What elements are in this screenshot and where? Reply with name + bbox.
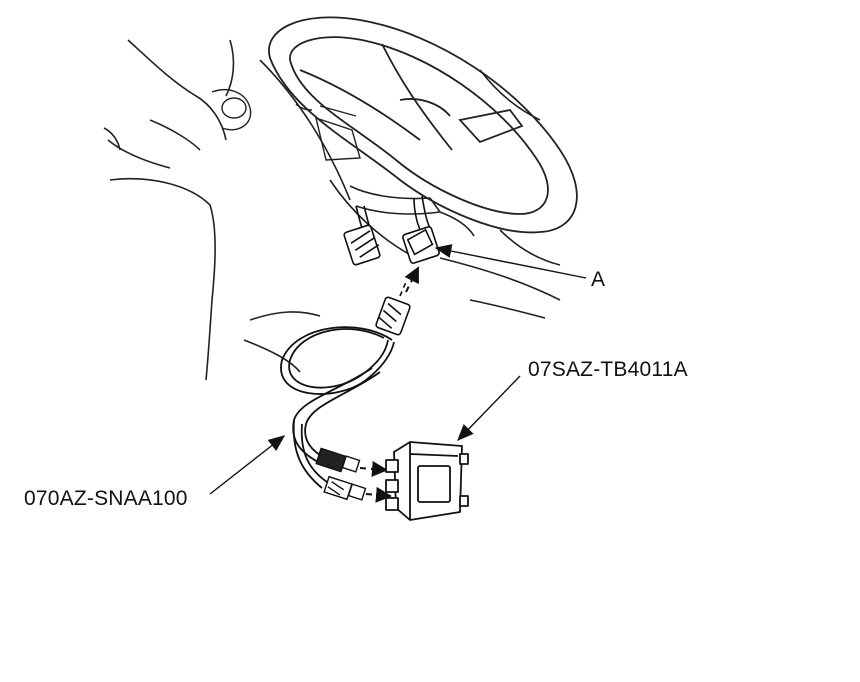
leader-lines	[209, 244, 587, 495]
steering-column	[349, 185, 475, 237]
vent-outline	[211, 89, 361, 161]
leader-adapter-box	[457, 375, 521, 442]
steering-wheel	[268, 16, 578, 234]
adapter-box	[385, 441, 469, 521]
leader-a	[434, 244, 587, 279]
vehicle-connector	[343, 205, 381, 266]
harness-cable	[280, 326, 395, 489]
box-mating-arrows	[359, 460, 392, 503]
connector-a	[402, 195, 440, 264]
harness-small-connectors	[315, 447, 367, 501]
callout-harness-label: 070AZ-SNAA100	[24, 487, 188, 510]
callout-adapter-box-label: 07SAZ-TB4011A	[528, 358, 688, 381]
leader-harness	[209, 435, 286, 495]
mating-arrow	[404, 266, 419, 293]
harness-plug	[375, 281, 411, 336]
dashboard-outline	[103, 39, 561, 381]
callout-a-label: A	[591, 268, 606, 291]
